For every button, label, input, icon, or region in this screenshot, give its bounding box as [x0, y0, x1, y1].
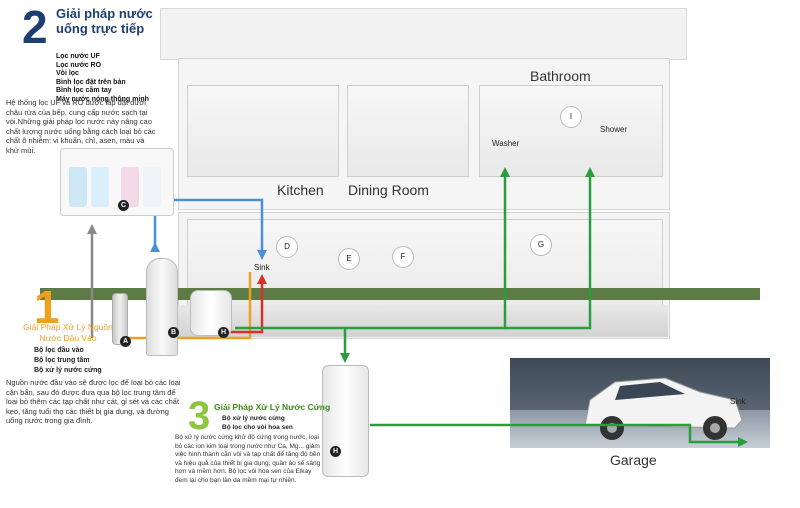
dining-room-label: Dining Room	[348, 182, 429, 198]
section1-number: 1	[34, 281, 60, 333]
section1-title: Giải Pháp Xử Lý Nguồn Nước Đầu Vào	[23, 322, 113, 343]
list-item: Bộ lọc trung tâm	[34, 357, 90, 364]
bathroom-label: Bathroom	[530, 68, 591, 84]
washer-label: Washer	[492, 139, 520, 148]
section3-title: Giải Pháp Xử Lý Nước Cứng	[214, 402, 331, 412]
badge-c: C	[118, 200, 129, 211]
softener-device	[190, 290, 232, 336]
badge-h1: H	[218, 327, 229, 338]
bedroom-room	[187, 85, 339, 177]
kitchen-sink-label: Sink	[254, 263, 270, 272]
shower-label: Shower	[600, 125, 628, 134]
section2-number: 2	[22, 1, 48, 53]
section3-number: 3	[188, 394, 211, 438]
section1-description: Nguồn nước đầu vào sẽ được lọc để loại b…	[6, 378, 181, 425]
dining-room-upper	[347, 85, 469, 177]
section1-list: Bộ lọc đầu vào Bộ lọc trung tâm Bộ xử lý…	[34, 346, 102, 376]
badge-a: A	[120, 336, 131, 347]
list-item: Bộ lọc đầu vào	[34, 347, 84, 354]
ro-filter-device	[60, 148, 174, 216]
list-item: Máy nước nóng thông minh	[56, 95, 149, 103]
list-item: Bộ xử lý nước cứng	[34, 367, 102, 374]
device-d-icon: D	[276, 236, 298, 258]
kitchen-label: Kitchen	[277, 182, 324, 198]
garage-label: Garage	[610, 452, 657, 468]
device-e-icon: E	[338, 248, 360, 270]
device-f-icon: F	[392, 246, 414, 268]
upper-floor	[178, 58, 670, 210]
section3-list: Bộ xử lý nước cứng Bộ lọc cho vòi hoa se…	[222, 414, 293, 432]
badge-b: B	[168, 327, 179, 338]
list-item: Bình lọc đặt trên bàn	[56, 78, 126, 86]
badge-h2: H	[330, 446, 341, 457]
bathroom-room	[479, 85, 663, 177]
device-i-icon: I	[560, 106, 582, 128]
list-item: Bộ xử lý nước cứng	[222, 415, 285, 422]
device-g-icon: G	[530, 234, 552, 256]
list-item: Vòi lọc	[56, 70, 79, 77]
section2-description: Hệ thống lọc UF và RO được lắp đặt dưới …	[6, 98, 156, 155]
garage-sink-label: Sink	[730, 397, 746, 406]
house-roof	[160, 8, 687, 60]
section2-title: Giải pháp nước uống trực tiếp	[56, 6, 153, 36]
section3-description: Bộ xử lý nước cứng khử độ cứng trong nướ…	[175, 434, 321, 484]
list-item: Lọc nước UF	[56, 53, 100, 60]
hard-water-softener-device	[322, 365, 369, 477]
section2-list: Lọc nước UF Lọc nước RO Vòi lọc Bình lọc…	[56, 53, 149, 104]
list-item: Bình lọc cầm tay	[56, 87, 112, 94]
list-item: Lọc nước RO	[56, 61, 102, 69]
list-item: Bộ lọc cho vòi hoa sen	[222, 424, 293, 431]
central-filter-tank	[146, 258, 178, 356]
